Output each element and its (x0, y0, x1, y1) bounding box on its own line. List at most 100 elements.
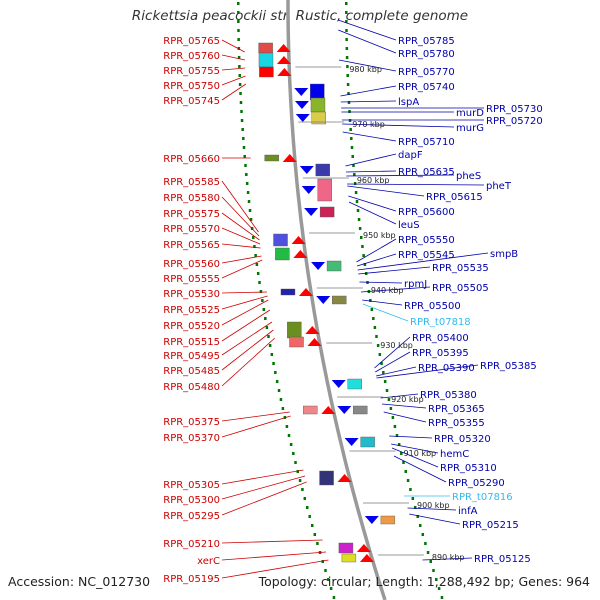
rail-tick (265, 326, 269, 329)
left-gene-label: RPR_05485 (163, 366, 220, 377)
right-gene-label: RPR_05400 (412, 333, 469, 344)
rail-tick (406, 479, 410, 482)
rail-tick (378, 353, 382, 356)
right-gene-label: pheT (486, 181, 512, 192)
left-gene-label: RPR_05195 (163, 574, 220, 585)
rail-tick (352, 164, 355, 167)
rail-tick (345, 56, 349, 59)
left-gene-label: RPR_05375 (163, 417, 220, 428)
gene-feature (380, 515, 396, 525)
right-gene-label: RPR_05550 (398, 235, 455, 246)
rail-tick (362, 254, 365, 257)
gene-feature (341, 553, 357, 563)
right-gene-label: RPR_05320 (434, 434, 491, 445)
gene-feature (353, 405, 368, 415)
right-gene-label: RPR_05365 (428, 404, 485, 415)
rail-tick (261, 299, 264, 302)
rail-tick (424, 542, 427, 545)
rail-tick (321, 560, 324, 563)
left-leader-line (221, 67, 246, 71)
rail-tick (329, 587, 333, 590)
gene-arrow (344, 438, 359, 446)
right-gene-label: leuS (398, 220, 420, 231)
right-gene-label: RPR_05730 (486, 104, 543, 115)
left-leader-line (221, 337, 276, 387)
rail-tick (347, 101, 351, 104)
rail-tick (241, 128, 244, 131)
gene-arrow (293, 250, 308, 258)
rail-tick (432, 569, 435, 572)
rail-tick (305, 506, 309, 509)
rail-tick (429, 560, 432, 563)
kbp-label: 970 kbp (352, 120, 385, 129)
left-leader-line (221, 469, 304, 485)
rail-tick (248, 209, 252, 212)
rail-tick (345, 38, 348, 41)
right-leader-line (340, 100, 397, 103)
right-gene-label: RPR_05290 (448, 478, 505, 489)
rail-tick (373, 326, 377, 329)
gene-arrow (305, 326, 320, 334)
rail-tick (387, 398, 391, 401)
gene-feature (317, 178, 332, 202)
gene-arrow (304, 208, 319, 216)
rail-tick (353, 182, 357, 185)
right-gene-label: dapF (398, 150, 423, 161)
gene-feature (289, 336, 304, 348)
accession-label: Accession: NC_012730 (8, 574, 151, 589)
left-gene-label: RPR_05370 (163, 433, 220, 444)
gene-arrow (276, 44, 291, 52)
left-leader-line (221, 559, 329, 579)
right-leader-line (340, 85, 397, 97)
left-leader-line (221, 321, 273, 356)
right-gene-label: RPR_05395 (412, 348, 469, 359)
left-gene-label: RPR_05480 (163, 382, 220, 393)
left-leader-line (221, 39, 245, 53)
rail-tick (409, 488, 412, 491)
ruler-line (286, 0, 387, 600)
right-gene-label: RPR_05380 (420, 390, 477, 401)
right-gene-label: pheS (456, 171, 481, 182)
left-gene-label: RPR_05565 (163, 240, 220, 251)
right-leader-line (375, 351, 411, 373)
right-gene-label: murG (456, 123, 484, 134)
right-gene-label: smpB (490, 249, 518, 260)
rail-tick (346, 74, 349, 77)
right-gene-label: RPR_05710 (398, 137, 455, 148)
gene-arrow (291, 236, 306, 244)
right-leader-line (422, 557, 473, 561)
left-gene-label: xerC (197, 556, 220, 567)
right-gene-label: murD (456, 108, 484, 119)
left-gene-label: RPR_05585 (163, 177, 220, 188)
rail-tick (238, 74, 241, 77)
left-leader-line (221, 539, 323, 544)
right-gene-label: RPR_05600 (398, 207, 455, 218)
rail-tick (244, 164, 247, 167)
rail-tick (253, 245, 256, 248)
gene-feature (319, 206, 335, 218)
right-gene-label: RPR_05535 (432, 263, 489, 274)
left-gene-label: RPR_05495 (163, 351, 220, 362)
right-gene-label: RPR_05635 (398, 167, 455, 178)
genome-ruler (286, 0, 387, 600)
gene-arrow (294, 88, 309, 96)
left-gene-label: RPR_05300 (163, 495, 220, 506)
gene-arrow (295, 114, 310, 122)
rail-tick (389, 407, 393, 410)
rail-tick (350, 137, 353, 140)
rail-tick (347, 92, 350, 95)
gene-arrow (301, 186, 316, 194)
gene-feature (287, 321, 302, 339)
right-leader-line (337, 19, 397, 41)
kbp-label: 910 kbp (404, 449, 437, 458)
rail-tick (355, 200, 359, 203)
left-leader-line (221, 83, 247, 101)
rail-tick (264, 317, 267, 320)
gene-arrow (307, 338, 322, 346)
rail-tick (372, 317, 375, 320)
rail-tick (360, 236, 363, 239)
right-leader-line (389, 435, 433, 439)
right-leader-line (358, 266, 431, 275)
rail-tick (258, 281, 261, 284)
